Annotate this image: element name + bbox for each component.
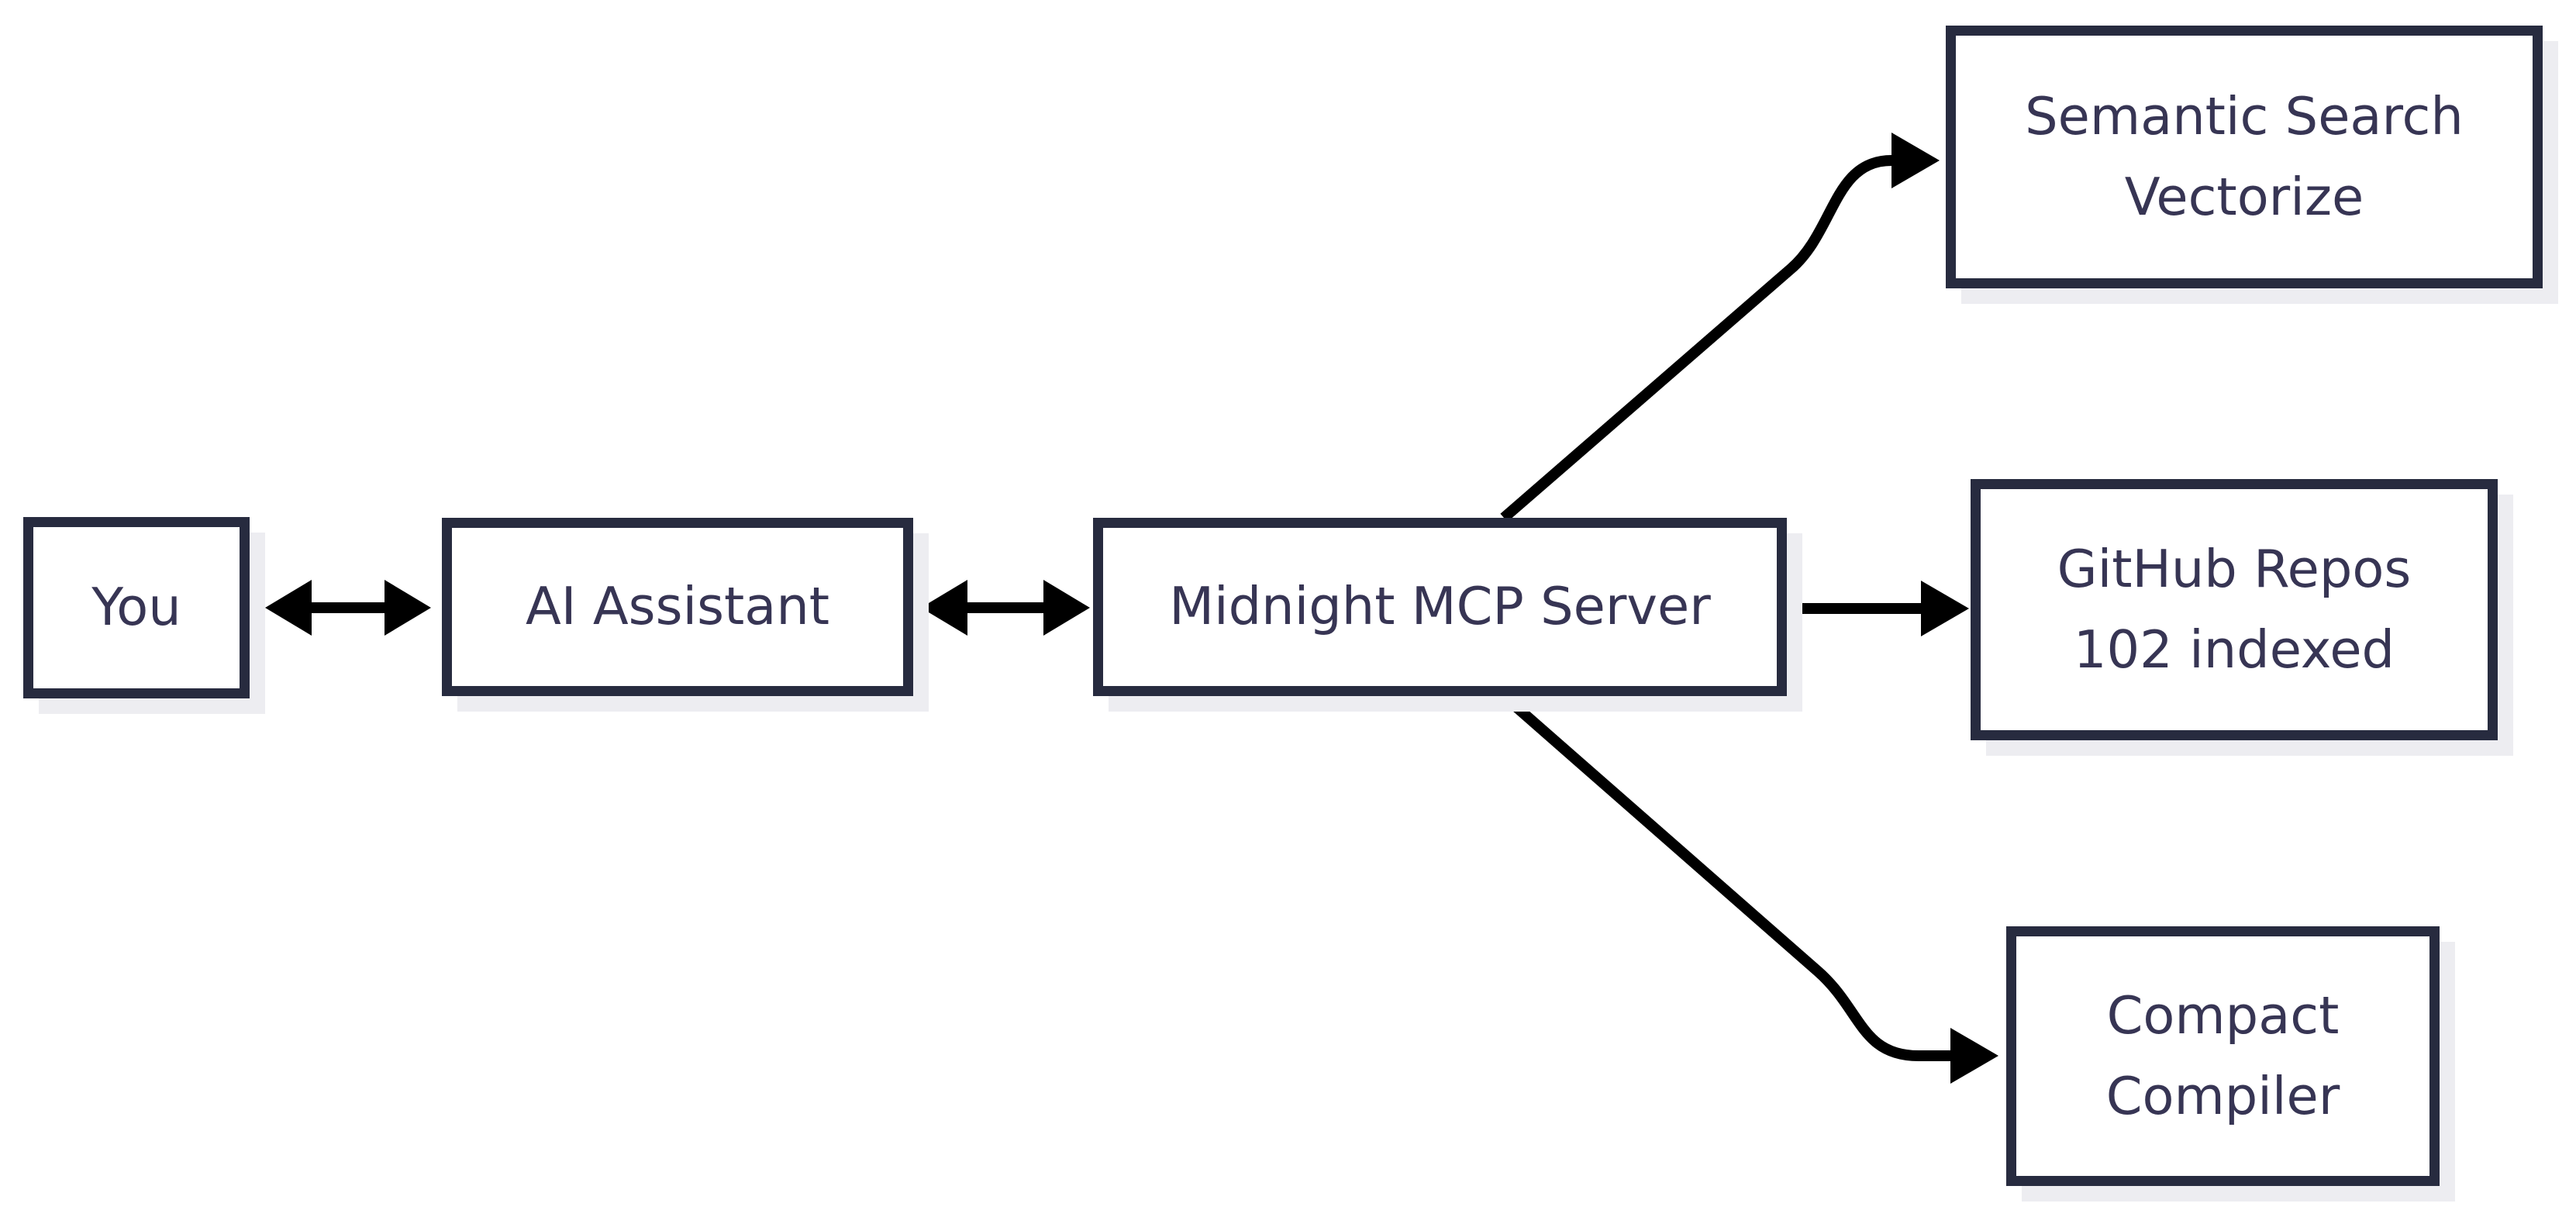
node-github-repos: GitHub Repos 102 indexed — [1971, 479, 2498, 740]
arrowhead-compact — [1950, 1028, 1998, 1084]
node-you-label: You — [91, 577, 181, 638]
node-semantic-search-line1: Semantic Search — [2025, 85, 2464, 147]
node-midnight-mcp-server-label: Midnight MCP Server — [1169, 576, 1711, 637]
edge-mcp-semantic-line — [1500, 155, 1892, 522]
node-semantic-search-line2: Vectorize — [2124, 166, 2364, 227]
edge-mcp-compact-line — [1500, 691, 1950, 1061]
edge-mcp-semantic — [1500, 133, 1940, 522]
node-ai-assistant-label: AI Assistant — [525, 576, 830, 637]
edge-mcp-github — [1787, 581, 1969, 636]
arrowhead-right-mcp — [1043, 580, 1090, 636]
arrowhead-right-ai — [385, 580, 431, 636]
node-compact-compiler: Compact Compiler — [2006, 926, 2440, 1186]
node-compact-compiler-line2: Compiler — [2105, 1065, 2340, 1126]
edge-ai-mcp — [921, 580, 1090, 636]
node-you: You — [23, 517, 250, 698]
node-midnight-mcp-server: Midnight MCP Server — [1093, 518, 1787, 696]
arrowhead-github — [1921, 581, 1969, 636]
edge-you-ai — [265, 580, 431, 636]
node-github-repos-line2: 102 indexed — [2073, 619, 2395, 680]
arrowhead-left-you — [265, 580, 312, 636]
node-ai-assistant: AI Assistant — [442, 518, 913, 696]
arrowhead-left-ai — [921, 580, 967, 636]
node-github-repos-line1: GitHub Repos — [2057, 538, 2412, 599]
node-semantic-search-vectorize: Semantic Search Vectorize — [1946, 26, 2543, 288]
edge-mcp-compact — [1500, 691, 1998, 1084]
arrowhead-semantic — [1891, 133, 1940, 188]
node-compact-compiler-line1: Compact — [2106, 984, 2340, 1046]
